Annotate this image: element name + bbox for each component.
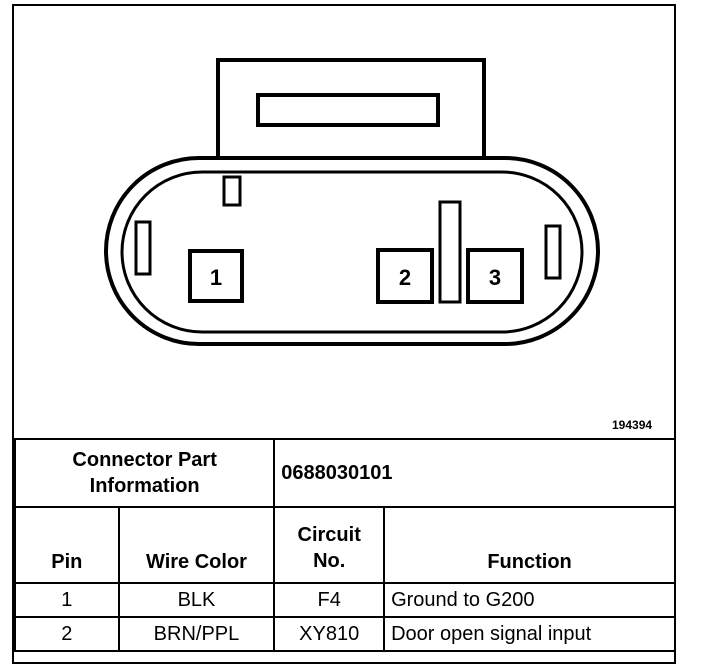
table-row: 2 BRN/PPL XY810 Door open signal input <box>14 616 676 652</box>
pin-1-label: 1 <box>210 265 222 290</box>
key-slot <box>222 175 242 207</box>
left-latch <box>134 220 152 276</box>
row-2-function: Door open signal input <box>383 616 676 652</box>
table-row: 1 BLK F4 Ground to G200 <box>14 582 676 618</box>
pin-cavity-1 <box>188 249 244 303</box>
right-latch <box>544 224 562 280</box>
divider-rib <box>438 200 462 304</box>
row-2-pin: 2 <box>14 616 120 652</box>
header-circuit: Circuit No. <box>273 506 386 584</box>
header-pin: Pin <box>14 506 120 584</box>
row-1-pin: 1 <box>14 582 120 618</box>
row-2-wire-color: BRN/PPL <box>117 616 276 652</box>
row-1-wire-color: BLK <box>117 582 276 618</box>
part-number: 0688030101 <box>273 438 676 508</box>
table-header-row: Pin Wire Color Circuit No. Function <box>14 506 676 584</box>
pin-3-label: 3 <box>489 265 501 290</box>
header-wire-color: Wire Color <box>117 506 276 584</box>
pin-cavity-2 <box>376 248 434 304</box>
row-1-circuit: F4 <box>273 582 386 618</box>
part-info-label: Connector Part Information <box>13 438 276 508</box>
diagram-frame <box>12 4 676 664</box>
connector-diagram: 1 2 3 <box>104 58 600 346</box>
pin-2-label: 2 <box>399 265 411 290</box>
figure-id: 194394 <box>612 418 653 432</box>
part-info-row: Connector Part Information 0688030101 <box>13 438 676 508</box>
pin-cavity-3 <box>466 248 524 304</box>
row-2-circuit: XY810 <box>273 616 386 652</box>
tab-slot <box>256 93 440 127</box>
header-function: Function <box>383 506 676 584</box>
connector-info-table: Connector Part Information 0688030101 Pi… <box>13 438 676 652</box>
row-1-function: Ground to G200 <box>383 582 676 618</box>
